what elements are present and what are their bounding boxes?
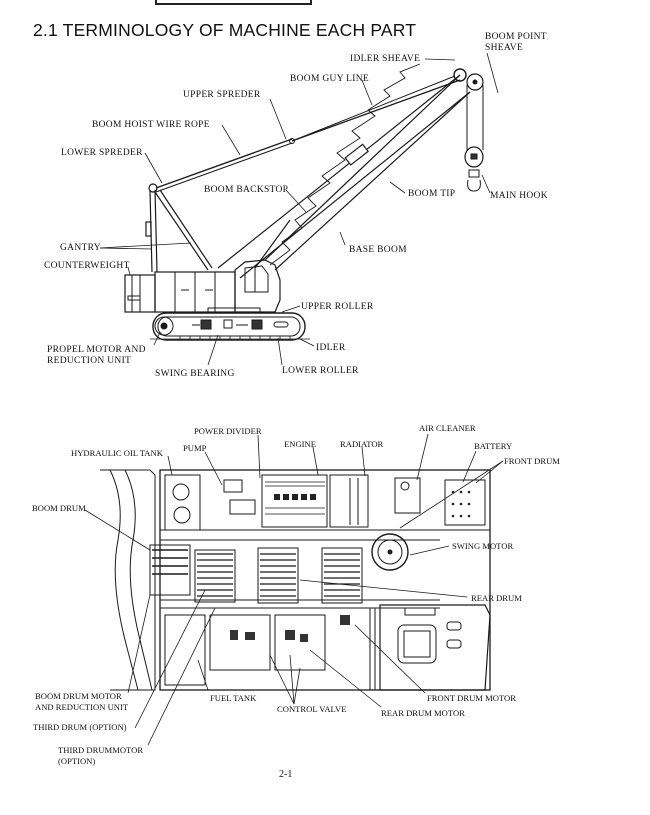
label-boom-tip: BOOM TIP bbox=[408, 189, 456, 199]
label-line: BOOM POINT bbox=[485, 32, 547, 42]
boom-lattice bbox=[217, 63, 471, 279]
label-boom-guy-line: BOOM GUY LINE bbox=[290, 74, 370, 84]
upper-structure-plan-view bbox=[100, 469, 491, 691]
label-rear-drum-motor: REAR DRUM MOTOR bbox=[381, 708, 465, 718]
label-main-hook: MAIN HOOK bbox=[490, 191, 548, 201]
label-line: SHEAVE bbox=[485, 43, 524, 53]
label-line: THIRD DRUMMOTOR bbox=[58, 745, 144, 755]
label-line: AND REDUCTION UNIT bbox=[35, 702, 129, 712]
label-pump: PUMP bbox=[183, 443, 207, 453]
label-line: BOOM DRUM MOTOR bbox=[35, 691, 122, 701]
label-upper-roller: UPPER ROLLER bbox=[301, 302, 374, 312]
label-propel-motor: PROPEL MOTOR AND REDUCTION UNIT bbox=[47, 345, 146, 367]
label-boom-drum-motor: BOOM DRUM MOTOR AND REDUCTION UNIT bbox=[35, 691, 128, 713]
label-swing-bearing: SWING BEARING bbox=[155, 369, 235, 379]
drums bbox=[149, 533, 409, 604]
upper-body bbox=[124, 259, 281, 313]
label-counterweight: COUNTERWEIGHT bbox=[44, 261, 130, 271]
boom-point-sheave bbox=[453, 68, 484, 150]
label-line: PROPEL MOTOR AND bbox=[47, 345, 146, 355]
page-number: 2-1 bbox=[279, 769, 293, 780]
label-upper-spreder: UPPER SPREDER bbox=[183, 90, 261, 100]
section-title: 2.1 TERMINOLOGY OF MACHINE EACH PART bbox=[33, 20, 417, 40]
label-third-drum-motor: THIRD DRUMMOTOR (OPTION) bbox=[58, 745, 143, 767]
header-frame bbox=[155, 0, 312, 5]
gantry bbox=[145, 183, 213, 273]
label-idler-sheave: IDLER SHEAVE bbox=[350, 54, 421, 64]
label-third-drum: THIRD DRUM (OPTION) bbox=[33, 722, 127, 732]
label-battery: BATTERY bbox=[474, 441, 513, 451]
label-boom-point-sheave: BOOM POINT SHEAVE bbox=[485, 32, 547, 54]
label-base-boom: BASE BOOM bbox=[349, 245, 407, 255]
label-lower-roller: LOWER ROLLER bbox=[282, 366, 359, 376]
label-front-drum-motor: FRONT DRUM MOTOR bbox=[427, 693, 516, 703]
label-boom-hoist-wire-rope: BOOM HOIST WIRE ROPE bbox=[92, 120, 210, 130]
label-line: (OPTION) bbox=[58, 756, 96, 766]
label-line: REDUCTION UNIT bbox=[47, 356, 132, 366]
label-gantry: GANTRY bbox=[60, 243, 101, 253]
boom-wire-ropes bbox=[155, 75, 461, 193]
main-hook bbox=[464, 146, 484, 192]
label-rear-drum: REAR DRUM bbox=[471, 593, 522, 603]
leader-lines bbox=[84, 52, 504, 746]
label-boom-backstop: BOOM BACKSTOP bbox=[204, 185, 289, 195]
label-boom-drum: BOOM DRUM bbox=[32, 503, 86, 513]
crane-side-view bbox=[124, 63, 484, 341]
label-power-divider: POWER DIVIDER bbox=[194, 426, 262, 436]
label-lower-spreder: LOWER SPREDER bbox=[61, 148, 143, 158]
label-idler: IDLER bbox=[316, 343, 346, 353]
label-air-cleaner: AIR CLEANER bbox=[419, 423, 476, 433]
label-front-drum: FRONT DRUM bbox=[504, 456, 560, 466]
label-swing-motor: SWING MOTOR bbox=[452, 541, 514, 551]
label-control-valve: CONTROL VALVE bbox=[277, 704, 347, 714]
label-engine: ENGINE bbox=[284, 439, 316, 449]
label-hydraulic-oil-tank: HYDRAULIC OIL TANK bbox=[71, 448, 163, 458]
label-radiator: RADIATOR bbox=[340, 439, 384, 449]
crawler-track bbox=[150, 307, 310, 341]
label-fuel-tank: FUEL TANK bbox=[210, 693, 257, 703]
